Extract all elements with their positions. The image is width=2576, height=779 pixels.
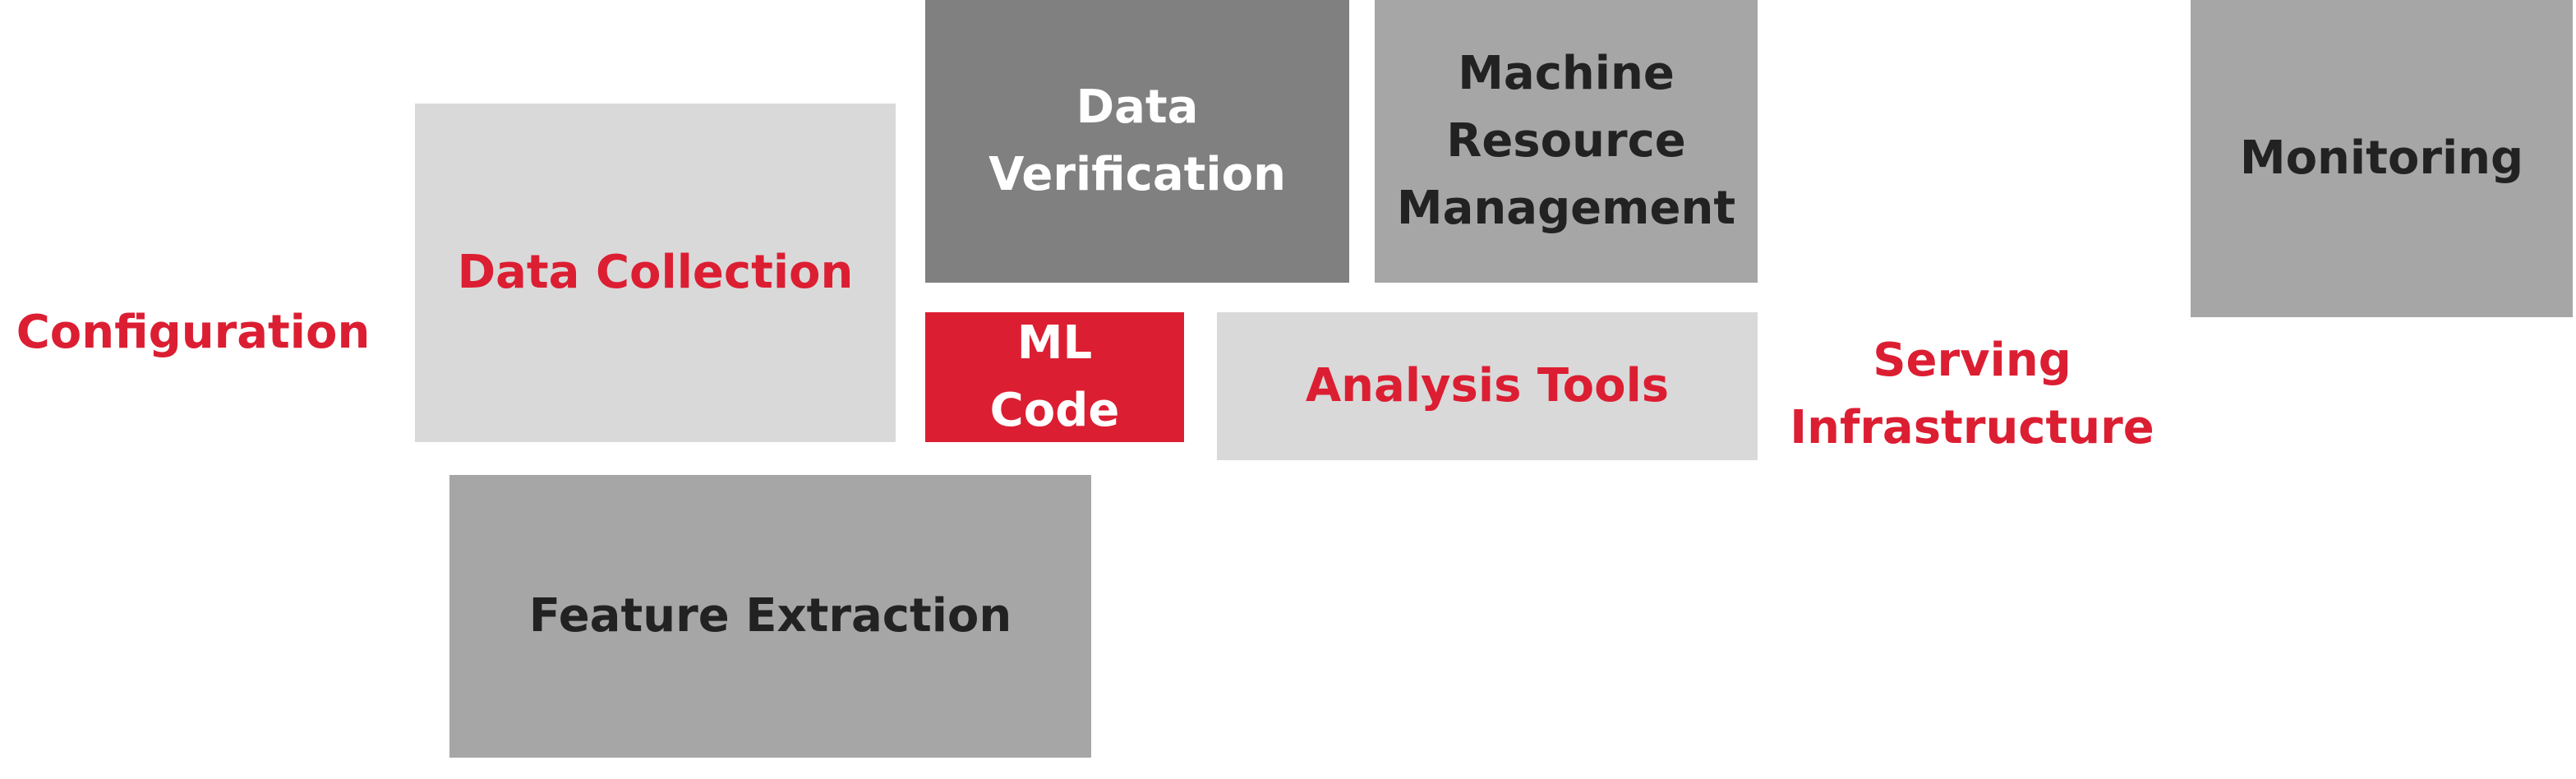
ml-code-text-line-1: ML	[1016, 316, 1093, 370]
monitoring-text: Monitoring	[2239, 131, 2524, 185]
feature-extraction-text: Feature Extraction	[528, 589, 1012, 643]
ml-code-block: ML Code	[925, 312, 1184, 442]
machine-resource-text-line-2: Resource	[1446, 114, 1686, 168]
monitoring-block: Monitoring	[2191, 0, 2573, 317]
ml-code-text-line-2: Code	[989, 384, 1120, 437]
configuration-text: Configuration	[16, 306, 371, 359]
machine-resource-text-line-3: Management	[1396, 182, 1736, 235]
machine-resource-management-block: Machine Resource Management	[1375, 0, 1758, 283]
analysis-tools-block: Analysis Tools	[1217, 312, 1758, 460]
machine-resource-text-line-1: Machine	[1458, 47, 1675, 100]
feature-extraction-block: Feature Extraction	[449, 475, 1091, 758]
data-collection-text: Data Collection	[457, 246, 854, 299]
configuration-label: Configuration	[16, 296, 371, 370]
data-verification-block: Data Verification	[925, 0, 1349, 283]
data-verification-text-line-2: Verification	[988, 148, 1286, 201]
serving-infrastructure-text-line-1: Serving	[1873, 334, 2071, 387]
serving-infrastructure-label: Serving Infrastructure	[1790, 320, 2154, 468]
analysis-tools-text: Analysis Tools	[1305, 359, 1670, 413]
data-verification-text-line-1: Data	[1076, 81, 1199, 134]
data-collection-block: Data Collection	[415, 104, 896, 442]
serving-infrastructure-text-line-2: Infrastructure	[1790, 401, 2154, 454]
